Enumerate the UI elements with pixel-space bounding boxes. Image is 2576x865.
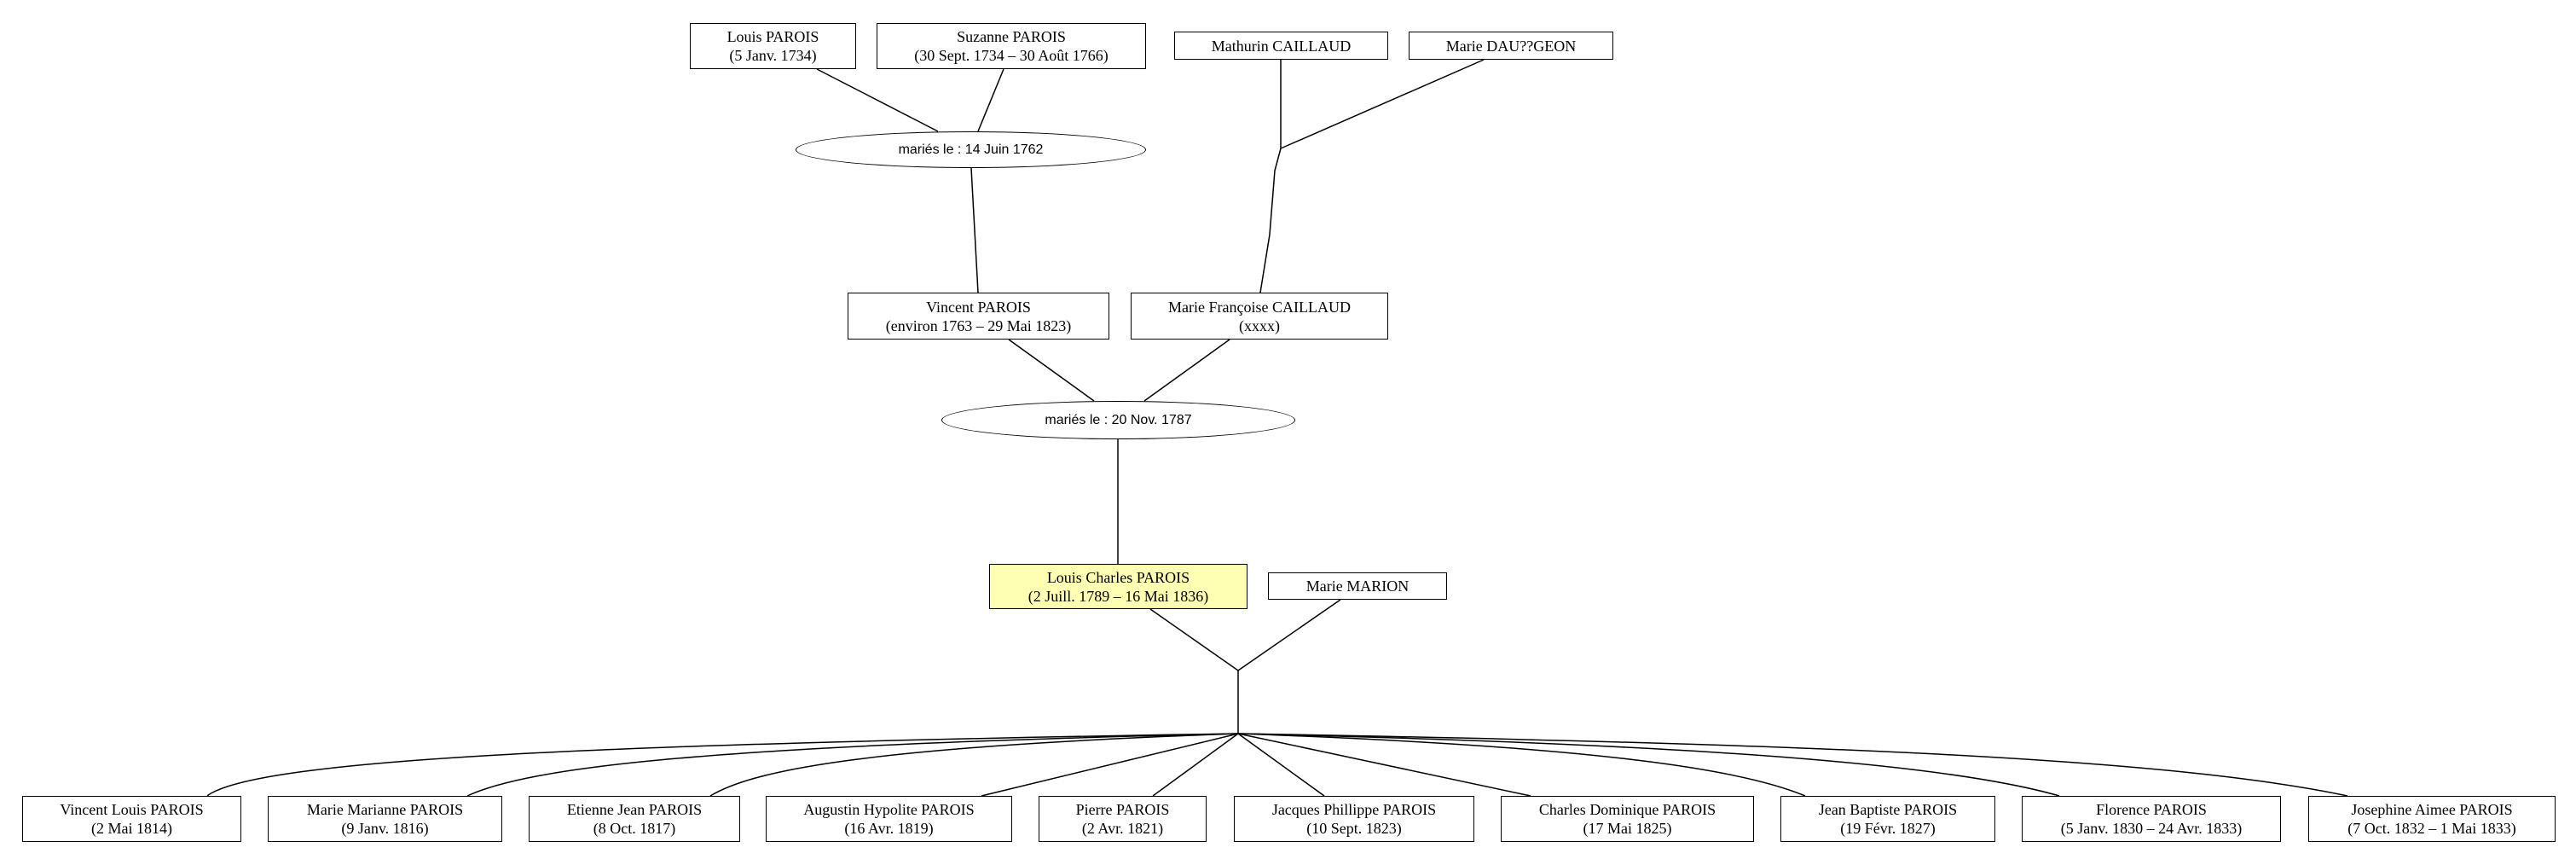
person-name: Marie DAU??GEON (1445, 37, 1577, 55)
child-box-charles-dominique[interactable]: Charles Dominique PAROIS (17 Mai 1825) (1501, 796, 1754, 842)
child-name: Josephine Aimee PAROIS (2351, 801, 2513, 818)
person-box-mathurin-caillaud[interactable]: Mathurin CAILLAUD (1174, 32, 1388, 60)
child-name: Vincent Louis PAROIS (60, 801, 204, 818)
person-name: Louis PAROIS (726, 28, 819, 45)
child-name: Marie Marianne PAROIS (306, 801, 464, 818)
connector-line (1280, 59, 1485, 149)
connector-line (1143, 339, 1230, 402)
connector-line (981, 733, 1239, 797)
marriage-label: mariés le : 20 Nov. 1787 (1045, 412, 1192, 427)
child-name: Jacques Phillippe PAROIS (1271, 801, 1437, 818)
child-name: Pierre PAROIS (1075, 801, 1170, 818)
connector-line (1149, 608, 1239, 671)
person-dates: (2 Juill. 1789 – 16 Mai 1836) (1028, 587, 1209, 605)
person-box-vincent-parois[interactable]: Vincent PAROIS (environ 1763 – 29 Mai 18… (848, 293, 1109, 340)
person-name: Louis Charles PAROIS (1046, 568, 1190, 586)
person-name: Suzanne PAROIS (957, 28, 1066, 45)
person-box-marie-marion[interactable]: Marie MARION (1268, 572, 1447, 600)
connector-line (1237, 599, 1341, 671)
connector-line (977, 68, 1004, 132)
person-name: Mathurin CAILLAUD (1211, 37, 1352, 55)
child-dates: (9 Janv. 1816) (341, 820, 429, 837)
person-dates: (30 Sept. 1734 – 30 Août 1766) (914, 47, 1109, 64)
person-box-marie-francoise-caillaud[interactable]: Marie Françoise CAILLAUD (xxxx) (1131, 293, 1388, 340)
marriage-label: mariés le : 14 Juin 1762 (898, 142, 1044, 157)
child-box-vincent-louis[interactable]: Vincent Louis PAROIS (2 Mai 1814) (22, 796, 241, 842)
child-dates: (10 Sept. 1823) (1306, 820, 1402, 837)
child-box-florence[interactable]: Florence PAROIS (5 Janv. 1830 – 24 Avr. … (2022, 796, 2281, 842)
child-dates: (5 Janv. 1830 – 24 Avr. 1833) (2060, 820, 2243, 837)
marriage-union-1787[interactable]: mariés le : 20 Nov. 1787 (941, 401, 1295, 439)
child-dates: (16 Avr. 1819) (844, 820, 934, 837)
child-box-etienne-jean[interactable]: Etienne Jean PAROIS (8 Oct. 1817) (529, 796, 740, 842)
connector-line (1237, 733, 2348, 797)
child-name: Charles Dominique PAROIS (1538, 801, 1716, 818)
person-name: Vincent PAROIS (926, 298, 1031, 316)
connector-line (206, 733, 1239, 797)
connector-line (970, 167, 979, 293)
child-dates: (8 Oct. 1817) (593, 820, 676, 837)
connector-line (1259, 148, 1282, 293)
connector-line (466, 733, 1239, 797)
child-box-jean-baptiste[interactable]: Jean Baptiste PAROIS (19 Févr. 1827) (1780, 796, 1995, 842)
person-box-louis-parois-1734[interactable]: Louis PAROIS (5 Janv. 1734) (690, 23, 856, 69)
connector-line (709, 733, 1239, 797)
connector-line (1237, 733, 1531, 797)
connector-line (1237, 733, 1325, 797)
connector-line (1008, 339, 1095, 402)
child-dates: (2 Mai 1814) (91, 820, 172, 837)
child-name: Jean Baptiste PAROIS (1818, 801, 1958, 818)
person-name: Marie Françoise CAILLAUD (1168, 298, 1351, 316)
child-box-pierre[interactable]: Pierre PAROIS (2 Avr. 1821) (1039, 796, 1207, 842)
connector-line (1152, 733, 1239, 797)
person-dates: (environ 1763 – 29 Mai 1823) (885, 316, 1072, 334)
child-box-marie-marianne[interactable]: Marie Marianne PAROIS (9 Janv. 1816) (268, 796, 502, 842)
child-dates: (17 Mai 1825) (1583, 820, 1672, 837)
child-name: Etienne Jean PAROIS (566, 801, 703, 818)
child-name: Florence PAROIS (2096, 801, 2207, 818)
connector-line (1237, 733, 2060, 797)
connector-line (1237, 733, 1806, 797)
child-box-jacques-phillippe[interactable]: Jacques Phillippe PAROIS (10 Sept. 1823) (1234, 796, 1474, 842)
person-name: Marie MARION (1305, 578, 1410, 595)
person-box-suzanne-parois[interactable]: Suzanne PAROIS (30 Sept. 1734 – 30 Août … (877, 23, 1146, 69)
child-box-augustin-hypolite[interactable]: Augustin Hypolite PAROIS (16 Avr. 1819) (766, 796, 1012, 842)
child-dates: (19 Févr. 1827) (1840, 820, 1936, 837)
person-dates: (5 Janv. 1734) (729, 47, 817, 64)
marriage-union-1762[interactable]: mariés le : 14 Juin 1762 (796, 131, 1146, 168)
child-dates: (7 Oct. 1832 – 1 Mai 1833) (2347, 820, 2516, 837)
child-box-josephine-aimee[interactable]: Josephine Aimee PAROIS (7 Oct. 1832 – 1 … (2308, 796, 2556, 842)
person-box-marie-daugeon[interactable]: Marie DAU??GEON (1409, 32, 1613, 60)
person-dates: (xxxx) (1239, 316, 1280, 334)
child-name: Augustin Hypolite PAROIS (803, 801, 975, 818)
person-box-louis-charles-parois[interactable]: Louis Charles PAROIS (2 Juill. 1789 – 16… (989, 564, 1247, 609)
child-dates: (2 Avr. 1821) (1081, 820, 1164, 837)
connector-line (816, 68, 939, 132)
